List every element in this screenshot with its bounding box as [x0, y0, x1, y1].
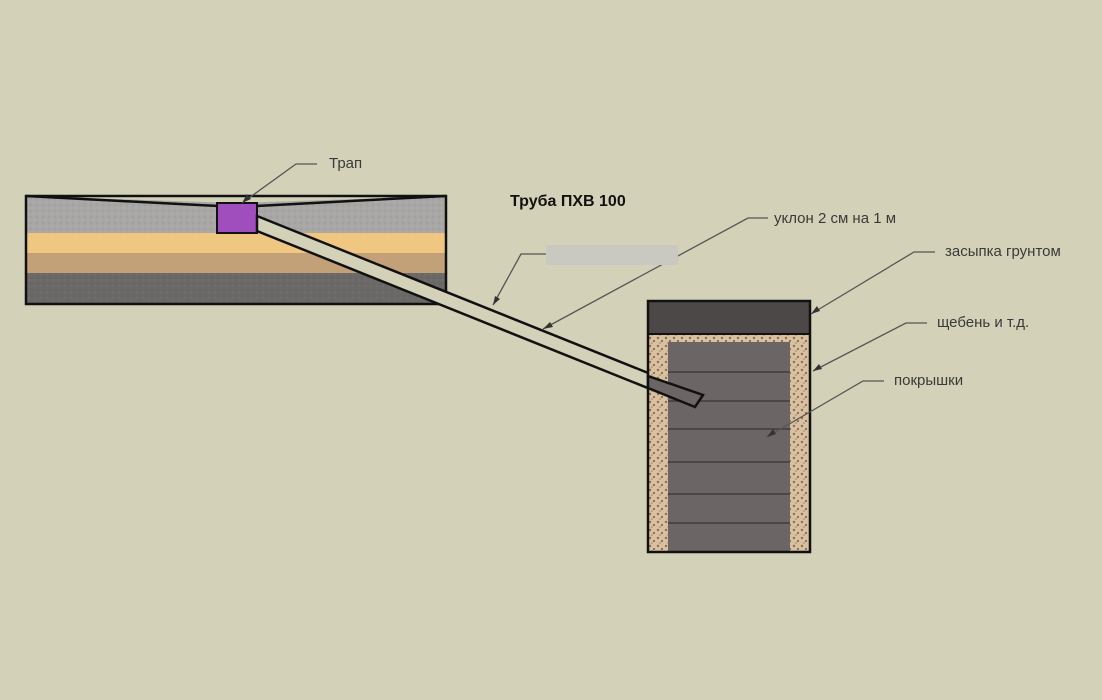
blurred-label-box	[546, 245, 678, 265]
leader-backfill	[810, 251, 935, 315]
soakaway-pit	[646, 299, 812, 554]
trap-drain	[216, 202, 258, 234]
pit-gravel-right	[790, 334, 810, 552]
pipe-end-inside-pit	[646, 374, 705, 409]
leader-arrowheads	[242, 194, 822, 437]
leader-gravel	[812, 322, 927, 372]
pipe-label: Труба ПХВ 100	[510, 193, 626, 210]
pit-gravel-top	[648, 334, 810, 342]
floor-section	[24, 194, 448, 306]
leader-pipe	[492, 253, 546, 306]
pit-tires	[668, 342, 790, 552]
leader-tires	[766, 380, 884, 438]
tires-label: покрышки	[894, 372, 964, 389]
pit-cover	[647, 300, 811, 335]
slope-label: уклон 2 см на 1 м	[774, 210, 897, 227]
leader-trap	[241, 163, 317, 204]
floor-sand-layer	[26, 233, 446, 253]
tire-dividers	[668, 371, 790, 524]
trap-label: Трап	[329, 155, 363, 172]
pit-outline	[646, 299, 812, 554]
pit-gravel-left	[648, 334, 668, 552]
backfill-label: засыпка грунтом	[945, 243, 1061, 260]
leader-slope	[542, 217, 768, 330]
leader-lines	[241, 163, 935, 438]
gravel-label: щебень и т.д.	[937, 314, 1030, 331]
floor-outline	[24, 194, 448, 306]
